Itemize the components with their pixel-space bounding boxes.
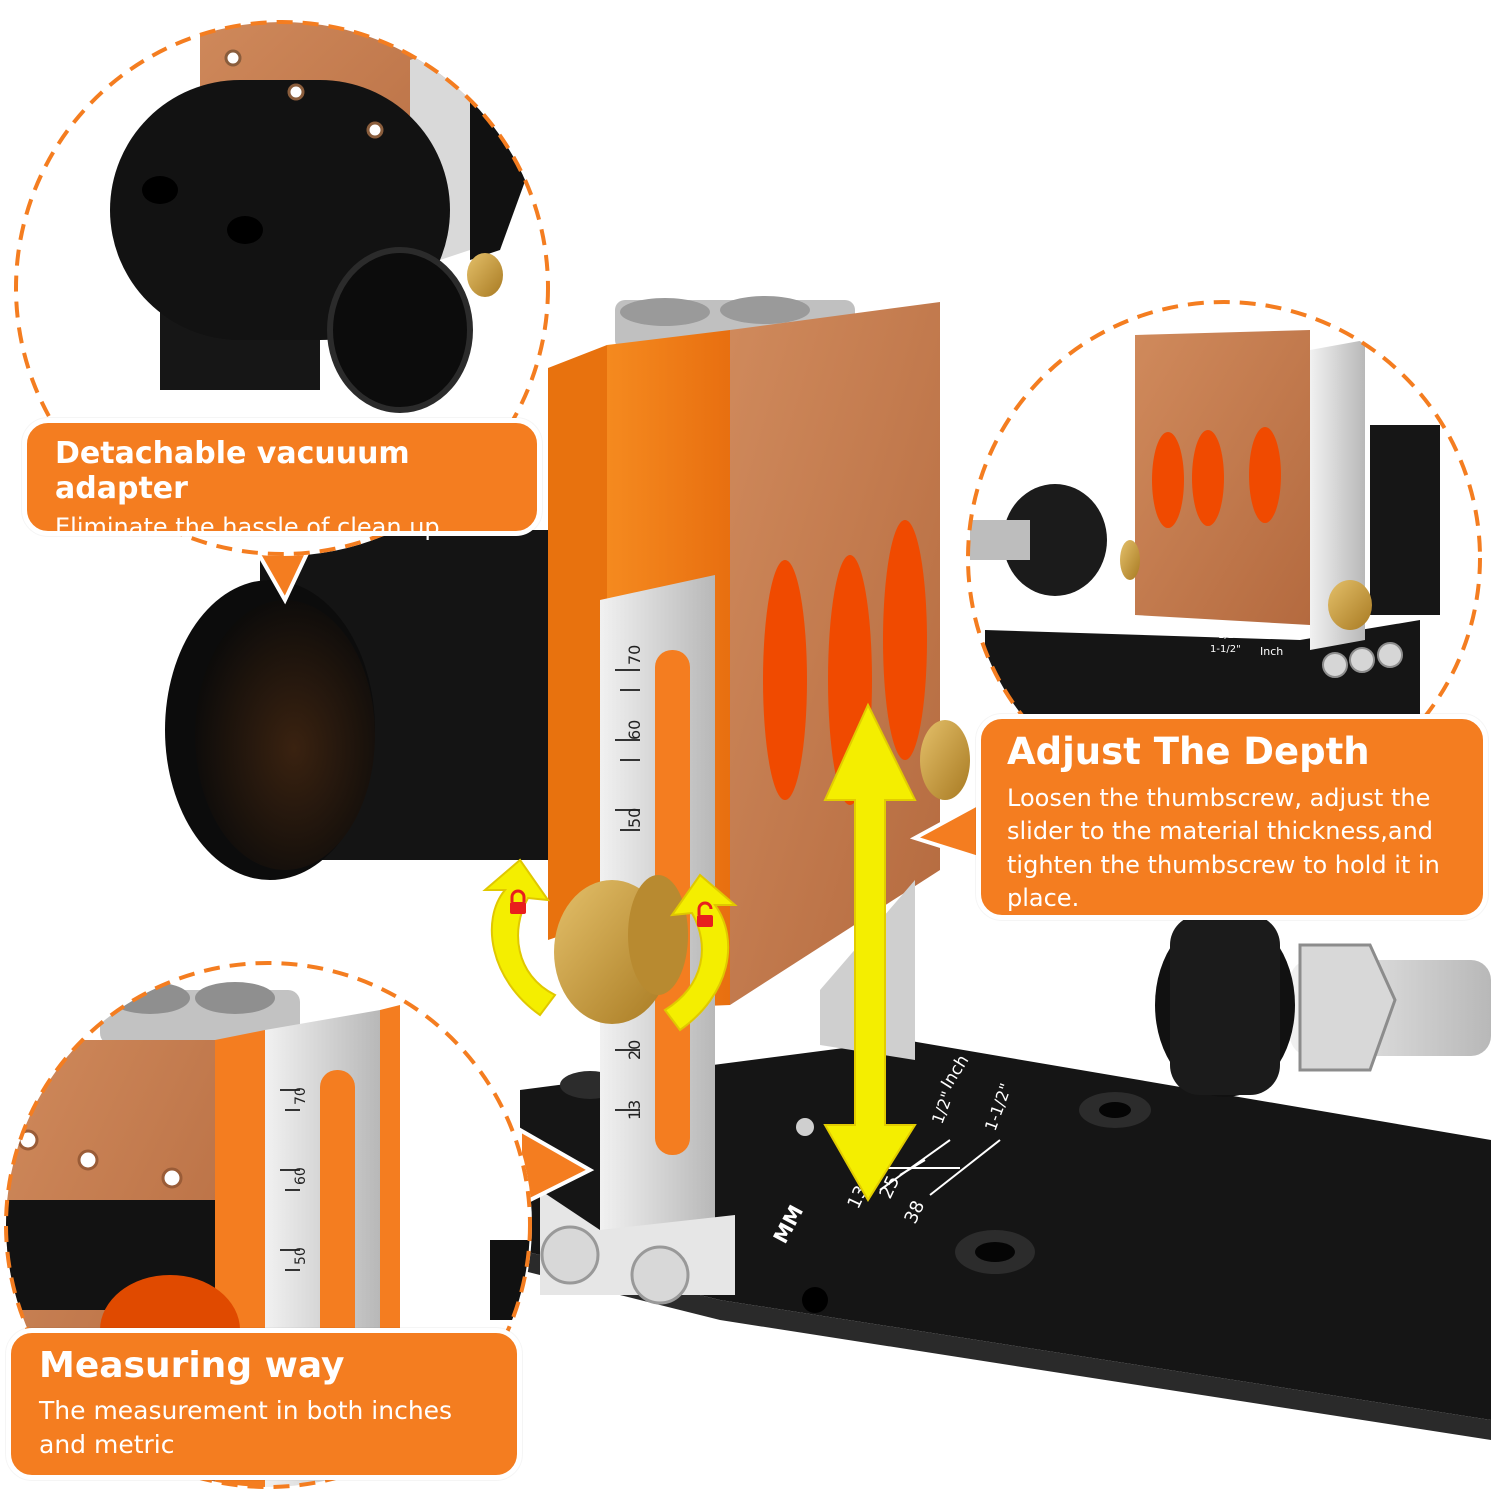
adjust-depth-title: Adjust The Depth [1007,730,1370,773]
inset-mark-half: 1/2" [1218,630,1239,641]
vacuum-adapter-title: Detachable vacuuum adapter [55,436,410,506]
slider-mark-20: 20 [625,1040,644,1060]
inset-slider-mark-70: 70 [293,1087,309,1105]
vacuum-adapter-text: Eliminate the hassle of clean up. [55,513,448,541]
adjust-depth-text: Loosen the thumbscrew, adjust the slider… [1007,782,1483,916]
slider-mark-70: 70 [625,645,644,665]
adjust-depth-line: slider to the material thickness,and [1007,817,1434,846]
measuring-way-callout: Measuring way The measurement in both in… [6,1328,522,1480]
adjust-depth-line: tighten the thumbscrew to hold it in [1007,850,1440,879]
unlock-icon [697,901,713,927]
adjust-depth-line: place. [1007,884,1080,913]
stop-collar [1155,913,1491,1097]
vacuum-tube [165,530,580,880]
slider-mark-60: 60 [625,720,644,740]
adjust-depth-line: Loosen the thumbscrew, adjust the [1007,783,1431,812]
thumbscrew [554,720,970,1024]
double-arrow-icon [823,702,917,1202]
lock-icon [510,889,526,914]
measuring-slider: 70 60 50 20 13 [540,575,915,1305]
inset-mark-one-half: 1-1/2" [1210,644,1241,655]
adjust-depth-callout: Adjust The Depth Loosen the thumbscrew, … [976,714,1488,920]
slider-mark-50: 50 [625,808,644,828]
vacuum-adapter-callout: Detachable vacuuum adapter Eliminate the… [22,418,542,541]
measuring-way-line: The measurement in both inches [39,1396,453,1426]
measuring-way-title: Measuring way [39,1345,345,1386]
inset-mark-38: 38 [1110,622,1123,633]
inset-mark-25: 25 [1135,616,1148,627]
inset-slider-mark-50: 50 [293,1247,309,1265]
measuring-way-line: and metric [39,1430,175,1460]
inset-inch-label: Inch [1260,645,1283,658]
inset-slider-mark-60: 60 [293,1167,309,1185]
measuring-way-text: The measurement in both inches and metri… [39,1394,517,1462]
slider-mark-13: 13 [625,1100,644,1120]
rotate-arrow-icon [482,858,738,1032]
